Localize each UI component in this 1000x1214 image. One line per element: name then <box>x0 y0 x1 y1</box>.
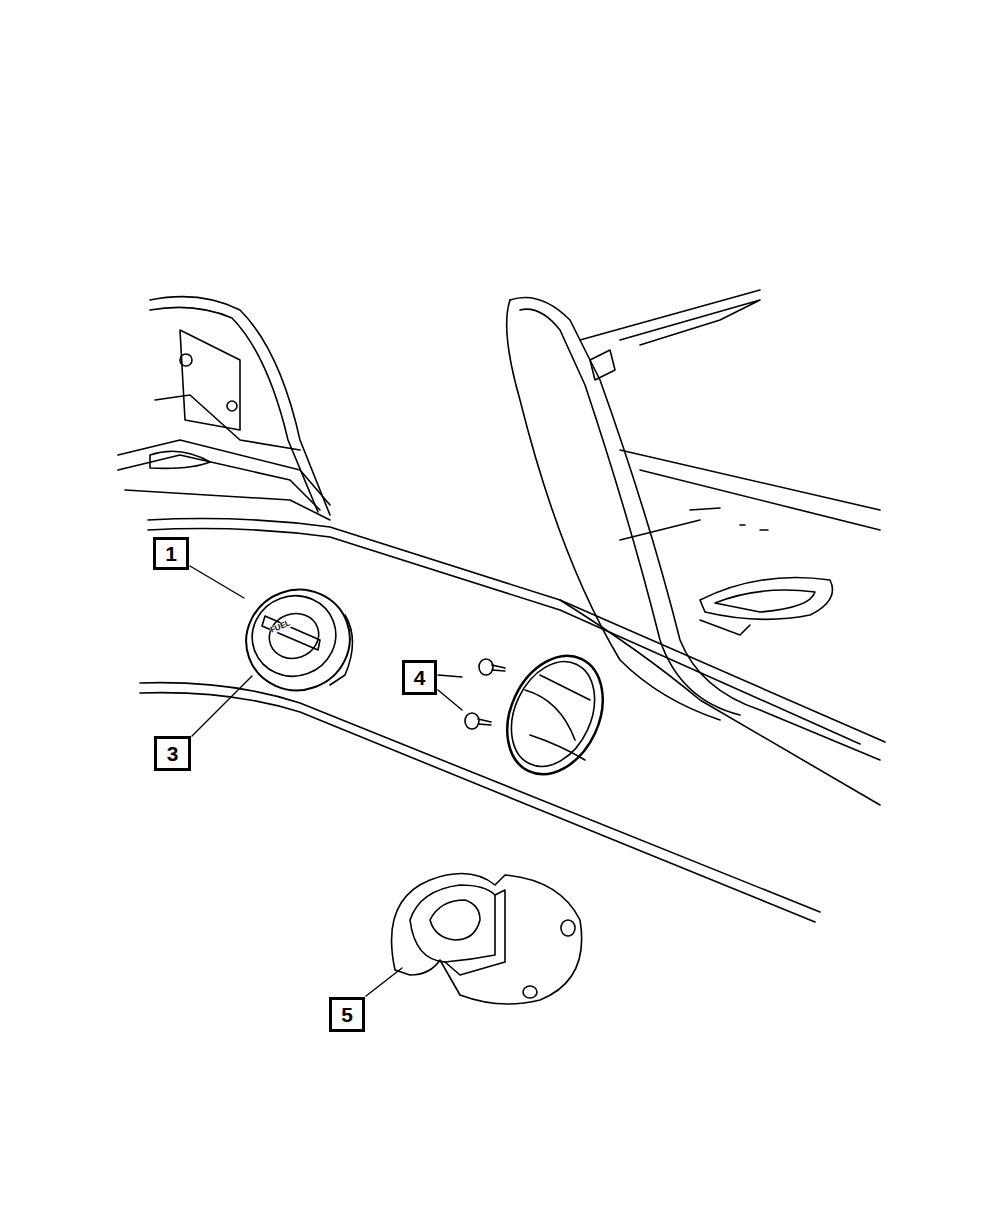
callout-box: 5 <box>329 997 365 1032</box>
fuel-housing <box>392 874 582 1004</box>
callout-number: 4 <box>414 667 426 688</box>
callout-number: 1 <box>165 543 177 564</box>
callout-number: 3 <box>167 743 179 764</box>
callout-box: 1 <box>153 537 189 570</box>
filler-pocket <box>489 640 621 790</box>
callout-box: 3 <box>154 736 191 771</box>
callout-box: 4 <box>402 660 437 695</box>
body-panel <box>140 519 885 922</box>
fuel-cap <box>232 575 364 705</box>
left-opening <box>118 297 330 520</box>
leader-lines <box>190 566 462 996</box>
right-opening <box>507 290 880 760</box>
screws <box>465 659 505 729</box>
part-text: FUEL <box>269 619 291 634</box>
callout-number: 5 <box>341 1004 353 1025</box>
